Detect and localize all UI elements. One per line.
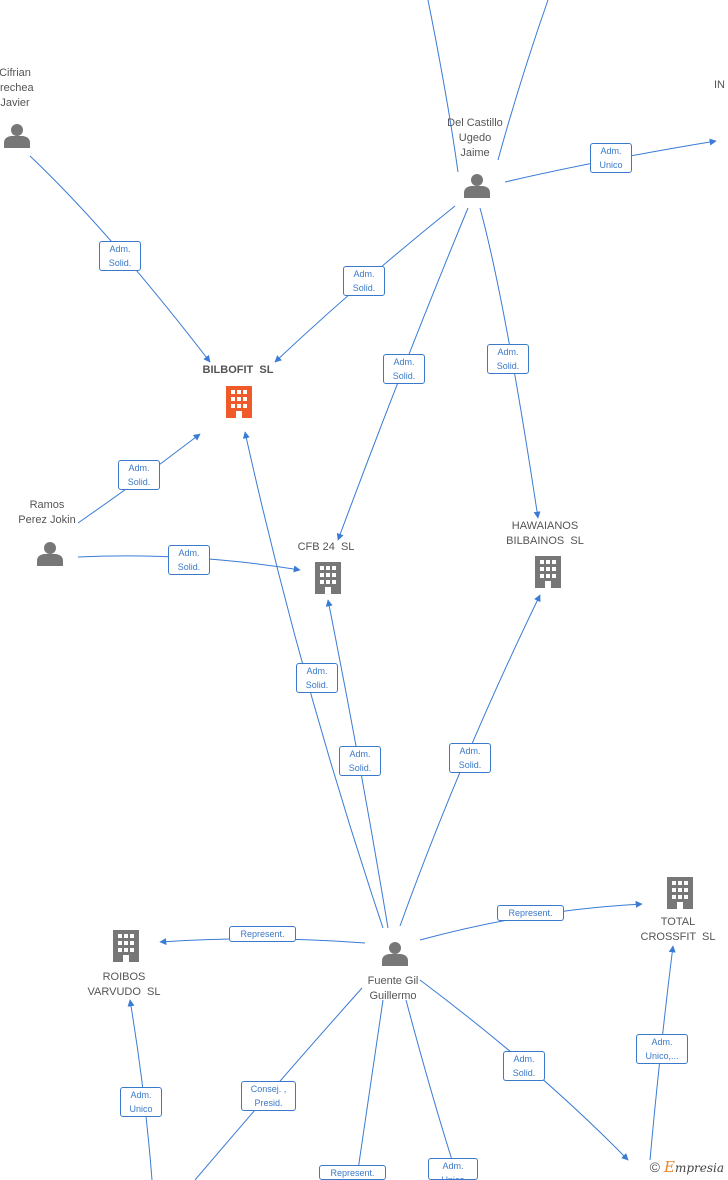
edge-label-delcastillo-in[interactable]: Adm. Unico (590, 143, 632, 173)
brand-logo-initial: E (663, 1158, 675, 1176)
node-label-cfb24[interactable]: CFB 24 SL (297, 541, 355, 553)
edge-top-2 (497, 0, 549, 161)
building-icon (226, 386, 252, 418)
edge-top-1 (427, 0, 459, 173)
edge-label-fuente-bilbofit[interactable]: Adm. Solid. (296, 663, 338, 693)
node-label-bilbofit[interactable]: BILBOFIT SL (202, 364, 274, 376)
edge-label-cifrian-bilbofit[interactable]: Adm. Solid. (99, 241, 141, 271)
edge-label-fuente-bottom-right[interactable]: Adm. Solid. (503, 1051, 545, 1081)
edge-label-fuente-roibos[interactable]: Represent. (229, 926, 296, 942)
edge-delcastillo-hawaianos (479, 207, 541, 519)
edge-label-fuente-hawaianos[interactable]: Adm. Solid. (449, 743, 491, 773)
building-icon (113, 930, 139, 962)
edge-fuente-bottom-center2 (405, 999, 453, 1161)
node-label-hawaianos[interactable]: HAWAIANOS BILBAINOS SL (506, 520, 584, 547)
edge-label-ramos-cfb24[interactable]: Adm. Solid. (168, 545, 210, 575)
person-icon (37, 542, 63, 566)
edge-label-fuente-total[interactable]: Represent. (497, 905, 564, 921)
node-label-ramos[interactable]: Ramos Perez Jokin (18, 499, 76, 526)
edge-label-fuente-bottom-left[interactable]: Consej. , Presid. (241, 1081, 296, 1111)
edge-label-delcastillo-bilbofit[interactable]: Adm. Solid. (343, 266, 385, 296)
person-icon (382, 942, 408, 966)
person-icon (4, 124, 30, 148)
node-label-in-partial[interactable]: IN (714, 79, 725, 91)
building-icon (535, 556, 561, 588)
edge-label-fuente-bottom-center[interactable]: Represent. (319, 1165, 386, 1180)
edge-label-fuente-bottom-center2[interactable]: Adm. Unico (428, 1158, 478, 1180)
node-label-fuente-gil[interactable]: Fuente Gil Guillermo (367, 975, 419, 1002)
node-label-roibos[interactable]: ROIBOS VARVUDO SL (87, 971, 161, 998)
building-icon (667, 877, 693, 909)
brand-name: mpresia (674, 1161, 724, 1175)
edge-fuente-bottom-center (357, 999, 384, 1171)
person-icon (464, 174, 490, 198)
node-label-del-castillo[interactable]: Del Castillo Ugedo Jaime (447, 117, 503, 159)
edge-label-delcastillo-hawaianos[interactable]: Adm. Solid. (487, 344, 529, 374)
edge-label-bottom-total[interactable]: Adm. Unico,... (636, 1034, 688, 1064)
copyright-icon: © (649, 1159, 660, 1175)
edge-label-bottom-roibos[interactable]: Adm. Unico (120, 1087, 162, 1117)
edge-label-fuente-cfb24[interactable]: Adm. Solid. (339, 746, 381, 776)
building-icon (315, 562, 341, 594)
node-label-cifrian[interactable]: Cifrian rrechea Javier (0, 67, 34, 109)
edge-label-delcastillo-cfb24[interactable]: Adm. Solid. (383, 354, 425, 384)
node-label-total-crossfit[interactable]: TOTAL CROSSFIT SL (640, 916, 716, 943)
edge-label-ramos-bilbofit[interactable]: Adm. Solid. (118, 460, 160, 490)
brand-watermark: © Empresia (650, 1158, 724, 1176)
